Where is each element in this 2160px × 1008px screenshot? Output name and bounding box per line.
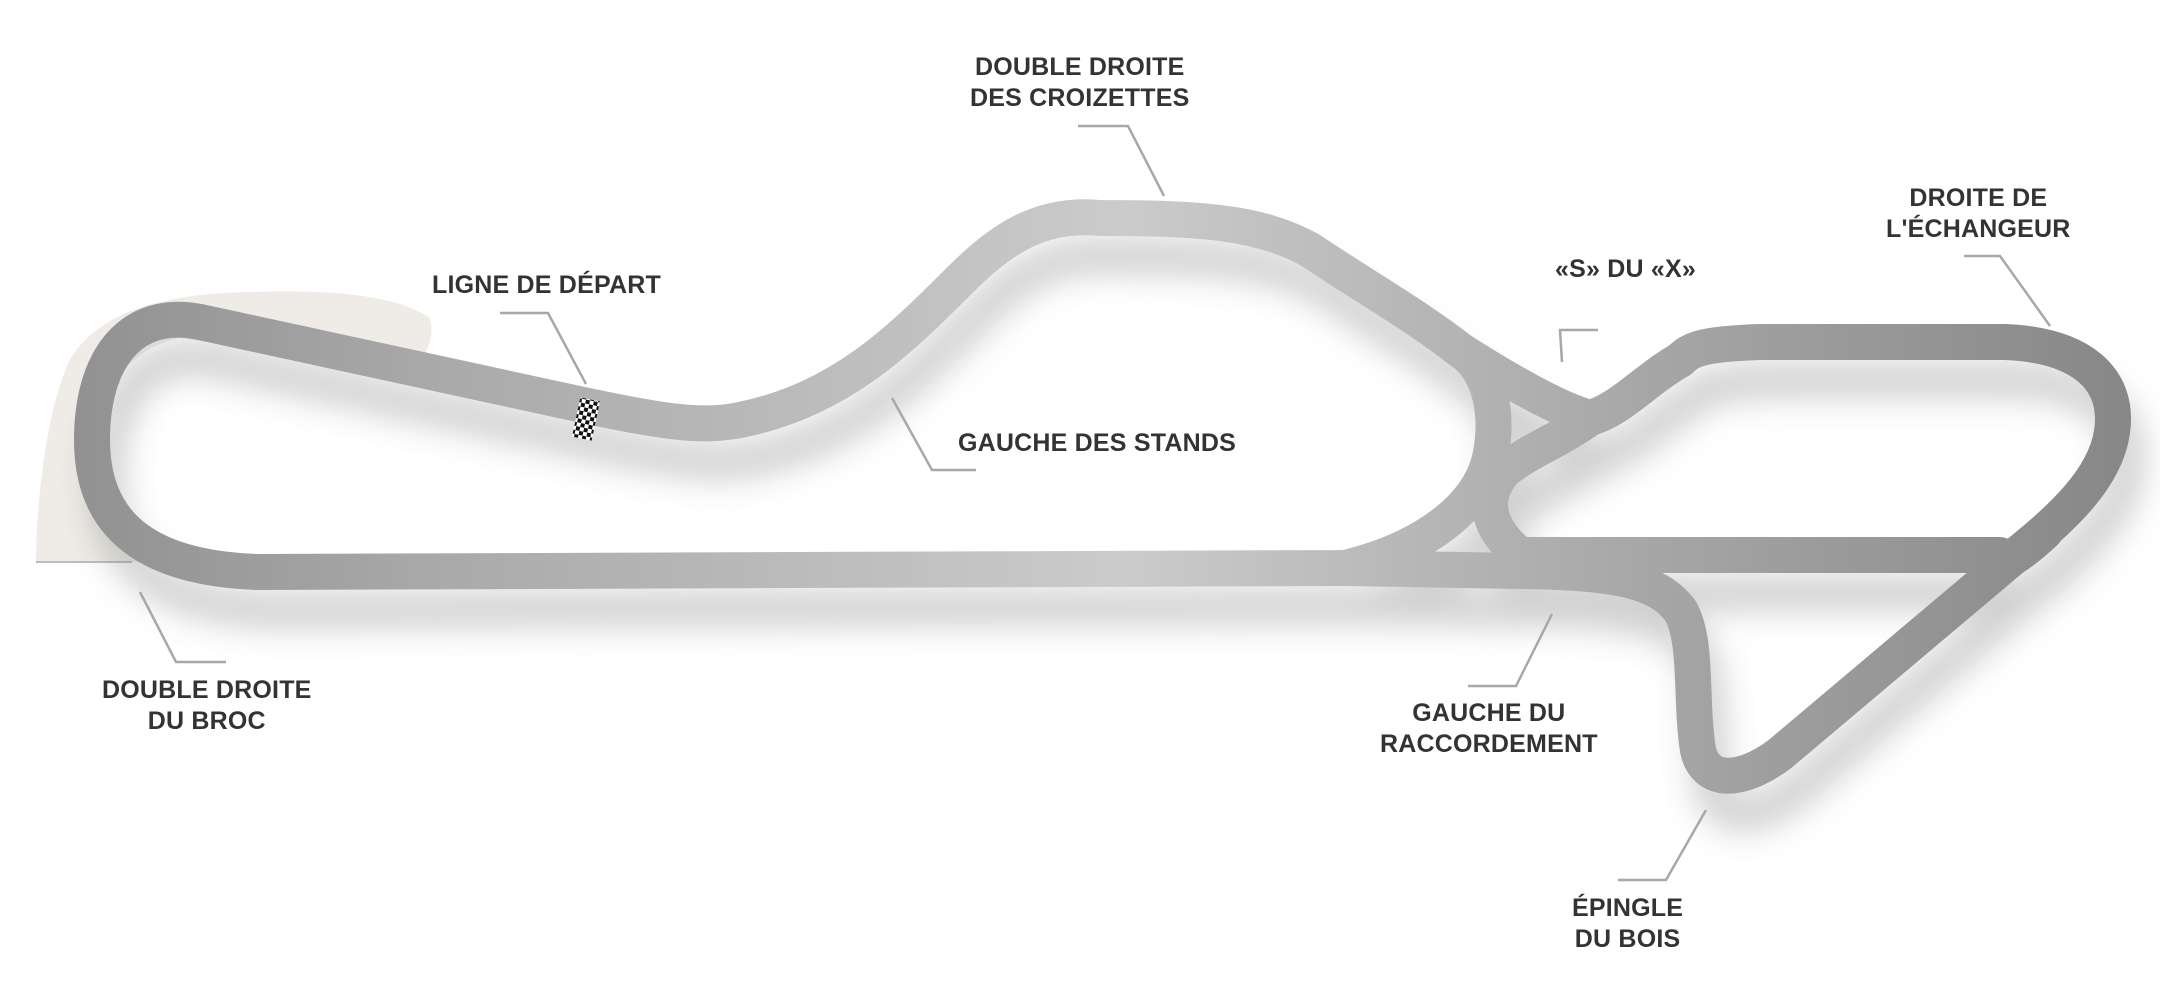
leader-s-du-x (1558, 328, 1598, 363)
label-line: DES CROIZETTES (970, 84, 1190, 112)
leader-croizettes (1078, 124, 1166, 197)
label-s-du-x: «S» DU «X» (1555, 254, 1696, 285)
track-main-loop (74, 199, 1512, 590)
start-line-checkered-flag (572, 397, 600, 441)
leader-raccordement (1468, 613, 1554, 688)
track-bois-loop (1327, 324, 2131, 794)
label-line: DOUBLE DROITE (974, 53, 1185, 81)
label-line: LIGNE DE DÉPART (432, 271, 661, 299)
label-gauche-du-raccordement: GAUCHE DU RACCORDEMENT (1380, 698, 1598, 760)
label-double-droite-des-croizettes: DOUBLE DROITE DES CROIZETTES (970, 52, 1190, 114)
label-line: DU BOIS (1574, 925, 1681, 953)
track-x-link-b (1472, 400, 1608, 573)
leader-depart (500, 311, 588, 385)
label-line: GAUCHE DES STANDS (958, 429, 1236, 457)
leader-stands (890, 397, 976, 472)
label-line: DOUBLE DROITE (102, 676, 312, 704)
label-line: GAUCHE DU (1412, 699, 1566, 727)
leader-lines (138, 124, 2052, 882)
label-line: «S» DU «X» (1555, 255, 1696, 283)
label-line: RACCORDEMENT (1380, 730, 1598, 758)
label-droite-de-l-echangeur: DROITE DE L'ÉCHANGEUR (1886, 183, 2071, 245)
leader-epingle (1618, 809, 1708, 882)
label-line: L'ÉCHANGEUR (1886, 215, 2071, 243)
leader-broc (138, 591, 226, 664)
leader-echangeur (1964, 254, 2052, 327)
label-epingle-du-bois: ÉPINGLE DU BOIS (1572, 893, 1683, 955)
label-line: DU BROC (147, 707, 266, 735)
label-double-droite-du-broc: DOUBLE DROITE DU BROC (102, 675, 312, 737)
label-line: ÉPINGLE (1572, 894, 1684, 922)
label-line: DROITE DE (1909, 184, 2048, 212)
label-ligne-de-depart: LIGNE DE DÉPART (432, 270, 661, 301)
label-gauche-des-stands: GAUCHE DES STANDS (958, 428, 1236, 459)
circuit-track (74, 199, 2131, 794)
